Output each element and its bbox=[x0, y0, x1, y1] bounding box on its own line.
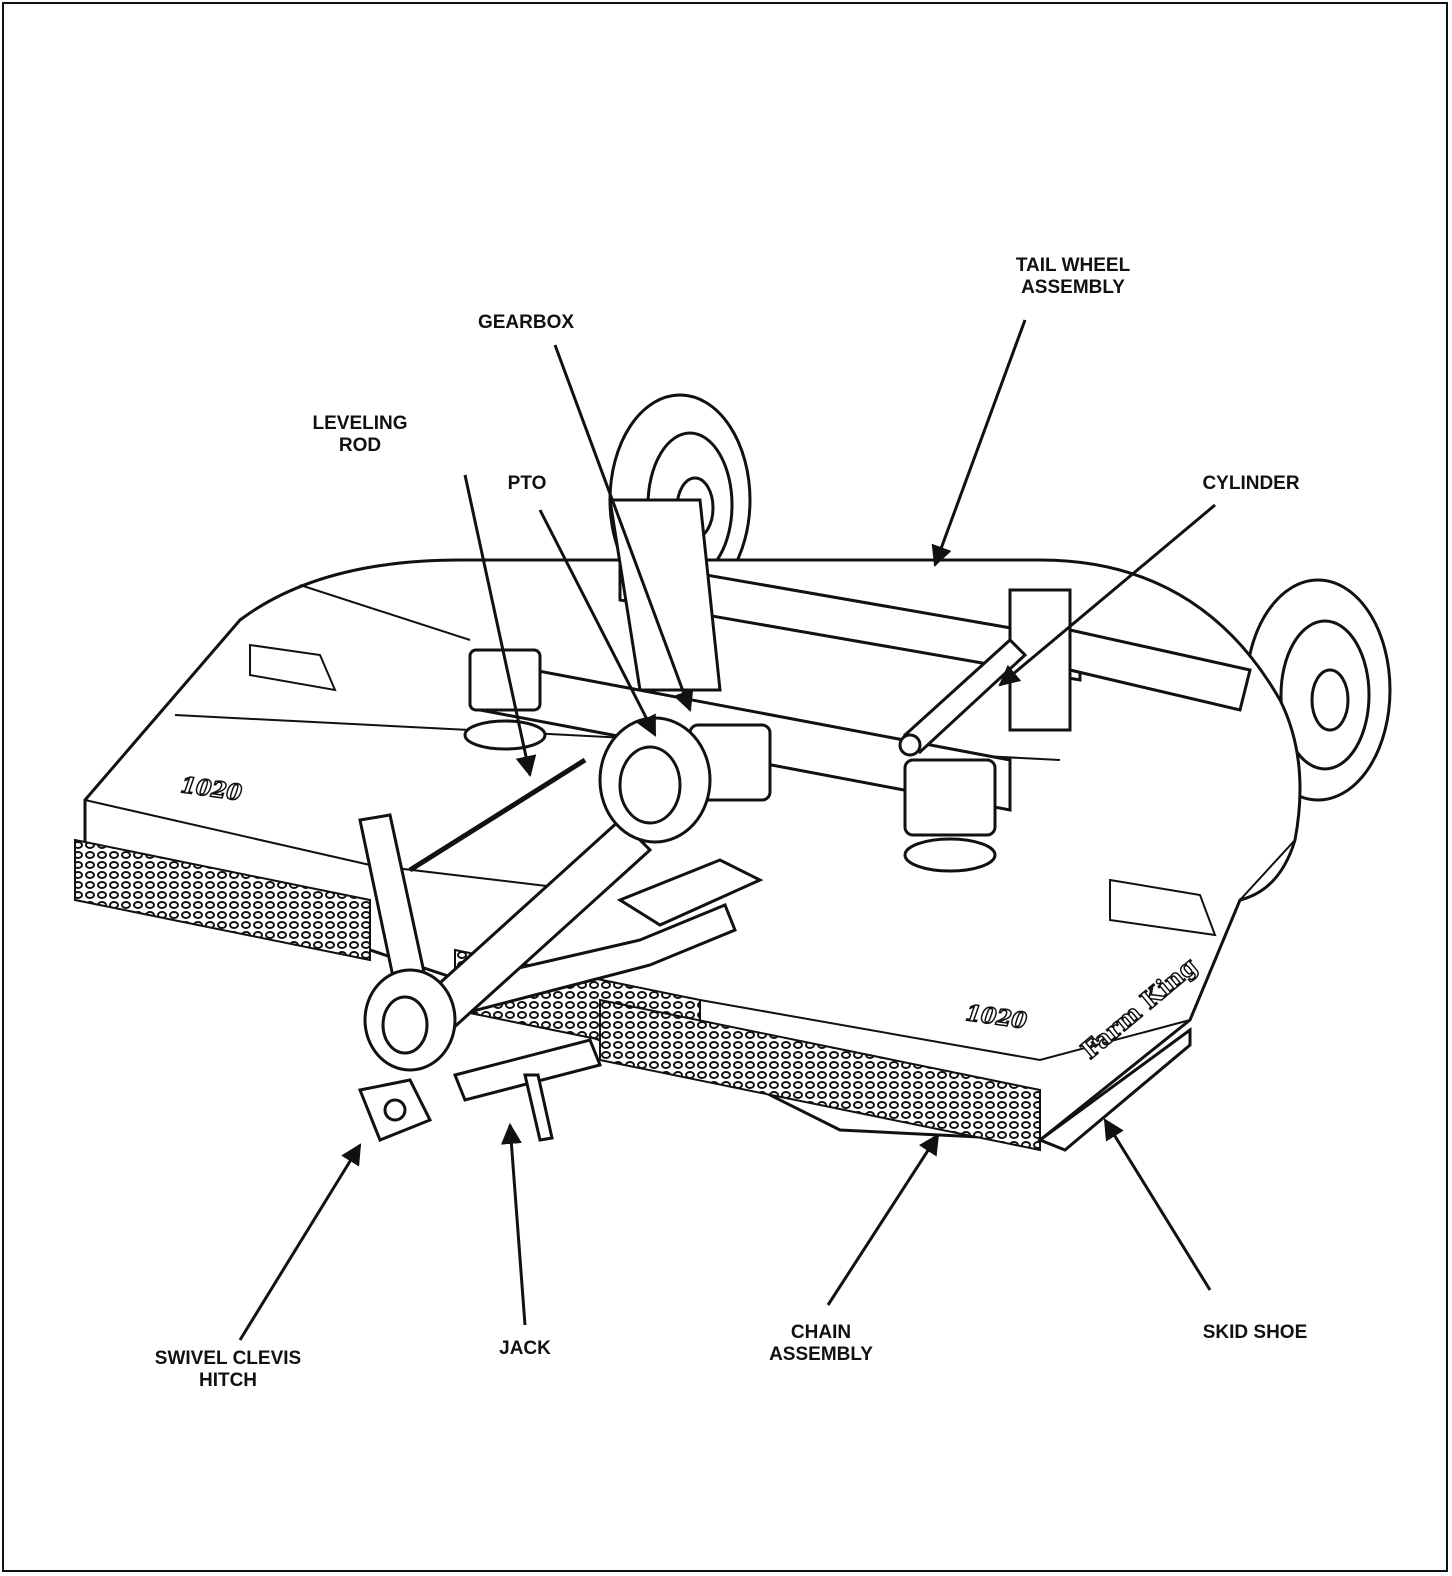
mower-deck bbox=[83, 558, 1302, 1142]
label-leveling-rod: LEVELING ROD bbox=[312, 413, 408, 456]
label-chain-assembly: CHAIN ASSEMBLY bbox=[769, 1322, 873, 1365]
label-tail-wheel-assembly: TAIL WHEEL ASSEMBLY bbox=[1015, 255, 1131, 298]
callout-arrows bbox=[238, 319, 1216, 1341]
label-jack: JACK bbox=[499, 1338, 551, 1359]
pto-driveline bbox=[363, 716, 712, 1072]
hydraulic-cylinder bbox=[898, 637, 1028, 757]
label-gearbox: GEARBOX bbox=[477, 312, 575, 333]
skid-shoe bbox=[1036, 1027, 1192, 1152]
label-swivel-clevis-hitch: SWIVEL CLEVIS HITCH bbox=[154, 1348, 302, 1391]
label-cylinder: CYLINDER bbox=[1202, 473, 1300, 494]
jack bbox=[452, 1038, 603, 1142]
label-pto: PTO bbox=[507, 473, 547, 494]
leveling-rod bbox=[408, 757, 587, 873]
label-skid-shoe: SKID SHOE bbox=[1202, 1322, 1308, 1343]
